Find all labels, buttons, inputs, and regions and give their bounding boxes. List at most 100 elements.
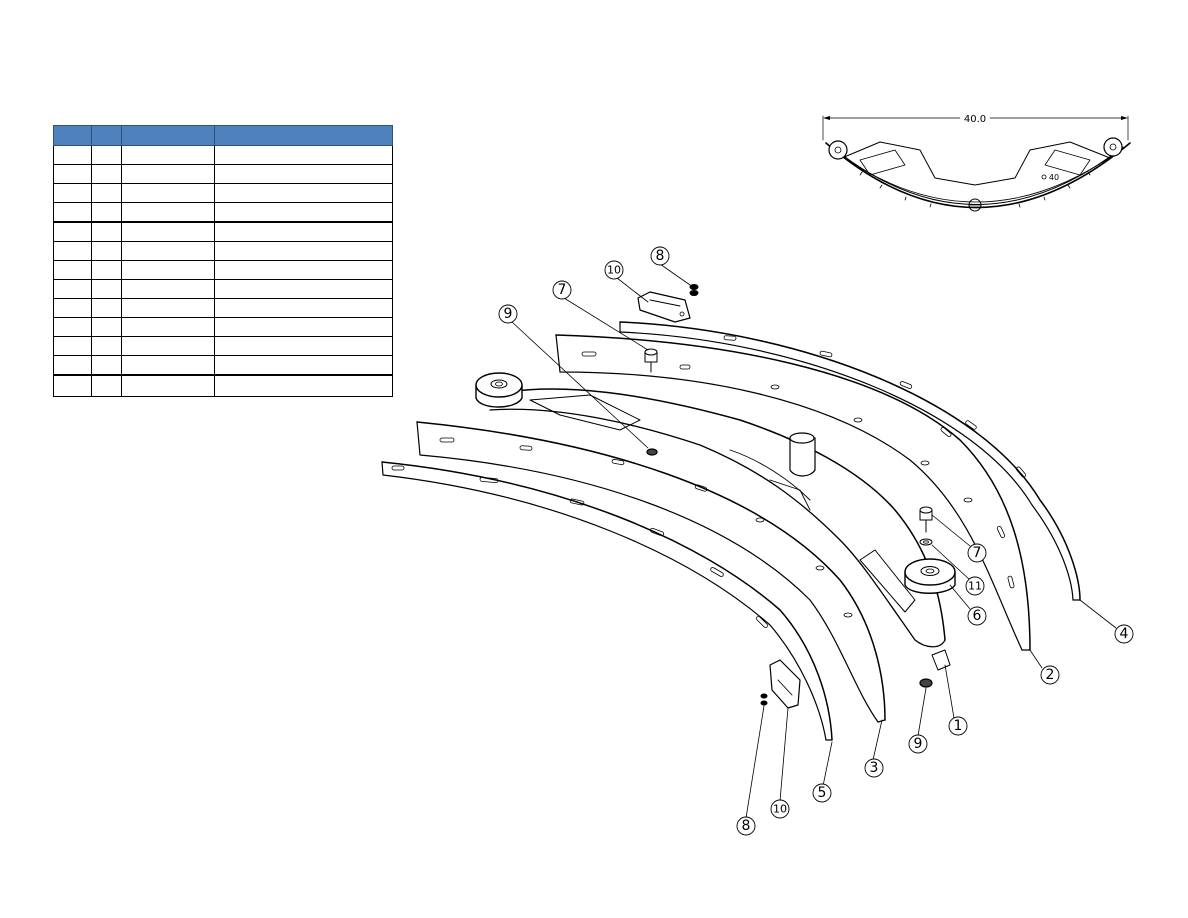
inset-hole — [1041, 174, 1047, 180]
callout-9-top: 9 — [498, 304, 518, 324]
part-7-bolt-right — [919, 506, 933, 533]
callout-1: 1 — [948, 716, 968, 736]
table-cell — [53, 298, 92, 318]
table-cell — [91, 374, 122, 397]
callout-11: 11 — [965, 576, 985, 596]
table-cell — [121, 317, 215, 337]
svg-text:9: 9 — [504, 306, 513, 322]
part-11-washer — [919, 538, 933, 546]
table-row — [53, 374, 393, 397]
table-cell — [53, 279, 92, 299]
table-cell — [121, 336, 215, 356]
svg-text:4: 4 — [1120, 626, 1129, 642]
part-2-curved-plate — [555, 334, 1031, 651]
inset-slot-left — [859, 149, 906, 176]
inset-slot-right — [1044, 149, 1091, 176]
svg-text:7: 7 — [973, 545, 982, 561]
svg-text:11: 11 — [968, 580, 982, 593]
table-cell — [121, 183, 215, 203]
table-row — [53, 202, 393, 223]
callout-9-bottom: 9 — [908, 734, 928, 754]
callout-7-top: 7 — [552, 280, 572, 300]
table-cell — [214, 374, 393, 397]
callout-2: 2 — [1040, 665, 1060, 685]
callout-3: 3 — [864, 758, 884, 778]
table-cell — [91, 202, 122, 223]
callout-8-bottom: 8 — [736, 816, 756, 836]
callout-7-right: 7 — [967, 543, 987, 563]
header-cell-item — [53, 125, 92, 146]
table-cell — [53, 336, 92, 356]
dimension-arrow-left — [823, 116, 830, 120]
part-8-nut-top — [689, 284, 699, 296]
table-cell — [91, 355, 122, 376]
parts-table-header — [53, 125, 393, 146]
header-cell-part-number — [121, 125, 215, 146]
svg-text:5: 5 — [818, 785, 827, 801]
callout-10-bottom: 10 — [770, 799, 790, 819]
leader-lines — [511, 263, 1117, 819]
part-9-nut-bottom — [919, 678, 933, 688]
callout-balloons: 8 10 7 9 7 11 6 4 2 1 9 3 5 10 8 — [498, 246, 1134, 836]
table-cell — [91, 164, 122, 184]
header-cell-qty — [91, 125, 122, 146]
table-row — [53, 183, 393, 203]
inset-band-ticks — [859, 171, 1091, 208]
part-1-main-frame — [475, 372, 956, 671]
callout-6: 6 — [967, 606, 987, 626]
table-cell — [91, 183, 122, 203]
inset-outer-arc — [825, 142, 1131, 209]
table-cell — [214, 279, 393, 299]
svg-text:9: 9 — [914, 736, 923, 752]
inset-wheel-right-hub — [1109, 143, 1117, 151]
svg-text:10: 10 — [607, 264, 621, 277]
table-row — [53, 279, 393, 299]
table-cell — [53, 317, 92, 337]
svg-text:3: 3 — [870, 760, 879, 776]
table-cell — [53, 183, 92, 203]
part-9-nut-top — [646, 448, 658, 456]
callout-4: 4 — [1114, 624, 1134, 644]
table-cell — [214, 202, 393, 223]
parts-list-table — [53, 125, 393, 397]
svg-text:6: 6 — [973, 608, 982, 624]
svg-text:7: 7 — [558, 282, 567, 298]
inset-band-arc — [835, 151, 1119, 203]
inset-small-label: 40 — [1049, 173, 1059, 182]
part-7-bolt-top — [644, 348, 658, 373]
table-cell — [121, 374, 215, 397]
svg-text:2: 2 — [1046, 667, 1055, 683]
table-cell — [53, 355, 92, 376]
svg-text:1: 1 — [954, 718, 963, 734]
table-cell — [121, 279, 215, 299]
table-cell — [214, 183, 393, 203]
inset-wheel-left-hub — [834, 146, 842, 154]
part-4-outer-band — [619, 321, 1081, 601]
dimension-arrow-right — [1121, 116, 1128, 120]
table-cell — [53, 164, 92, 184]
part-6-wheel-right — [904, 558, 956, 594]
part-8-nut-bottom — [760, 693, 768, 706]
table-cell — [91, 145, 122, 165]
table-cell — [53, 260, 92, 280]
table-row — [53, 317, 393, 337]
wheel-left — [475, 372, 523, 408]
table-cell — [121, 221, 215, 242]
inset-frame — [841, 141, 1111, 186]
table-cell — [214, 145, 393, 165]
table-row — [53, 221, 393, 242]
part-10-latch-bottom — [769, 659, 801, 709]
table-row — [53, 336, 393, 356]
svg-text:8: 8 — [742, 818, 751, 834]
part-5-inner-band — [381, 461, 833, 741]
callout-10-top: 10 — [604, 260, 624, 280]
table-cell — [214, 221, 393, 242]
table-cell — [214, 317, 393, 337]
svg-text:10: 10 — [773, 803, 787, 816]
part-3-middle-band — [416, 421, 886, 723]
table-cell — [91, 317, 122, 337]
table-cell — [214, 336, 393, 356]
table-cell — [53, 241, 92, 261]
table-cell — [53, 374, 92, 397]
dimension-label: 40.0 — [964, 114, 986, 125]
